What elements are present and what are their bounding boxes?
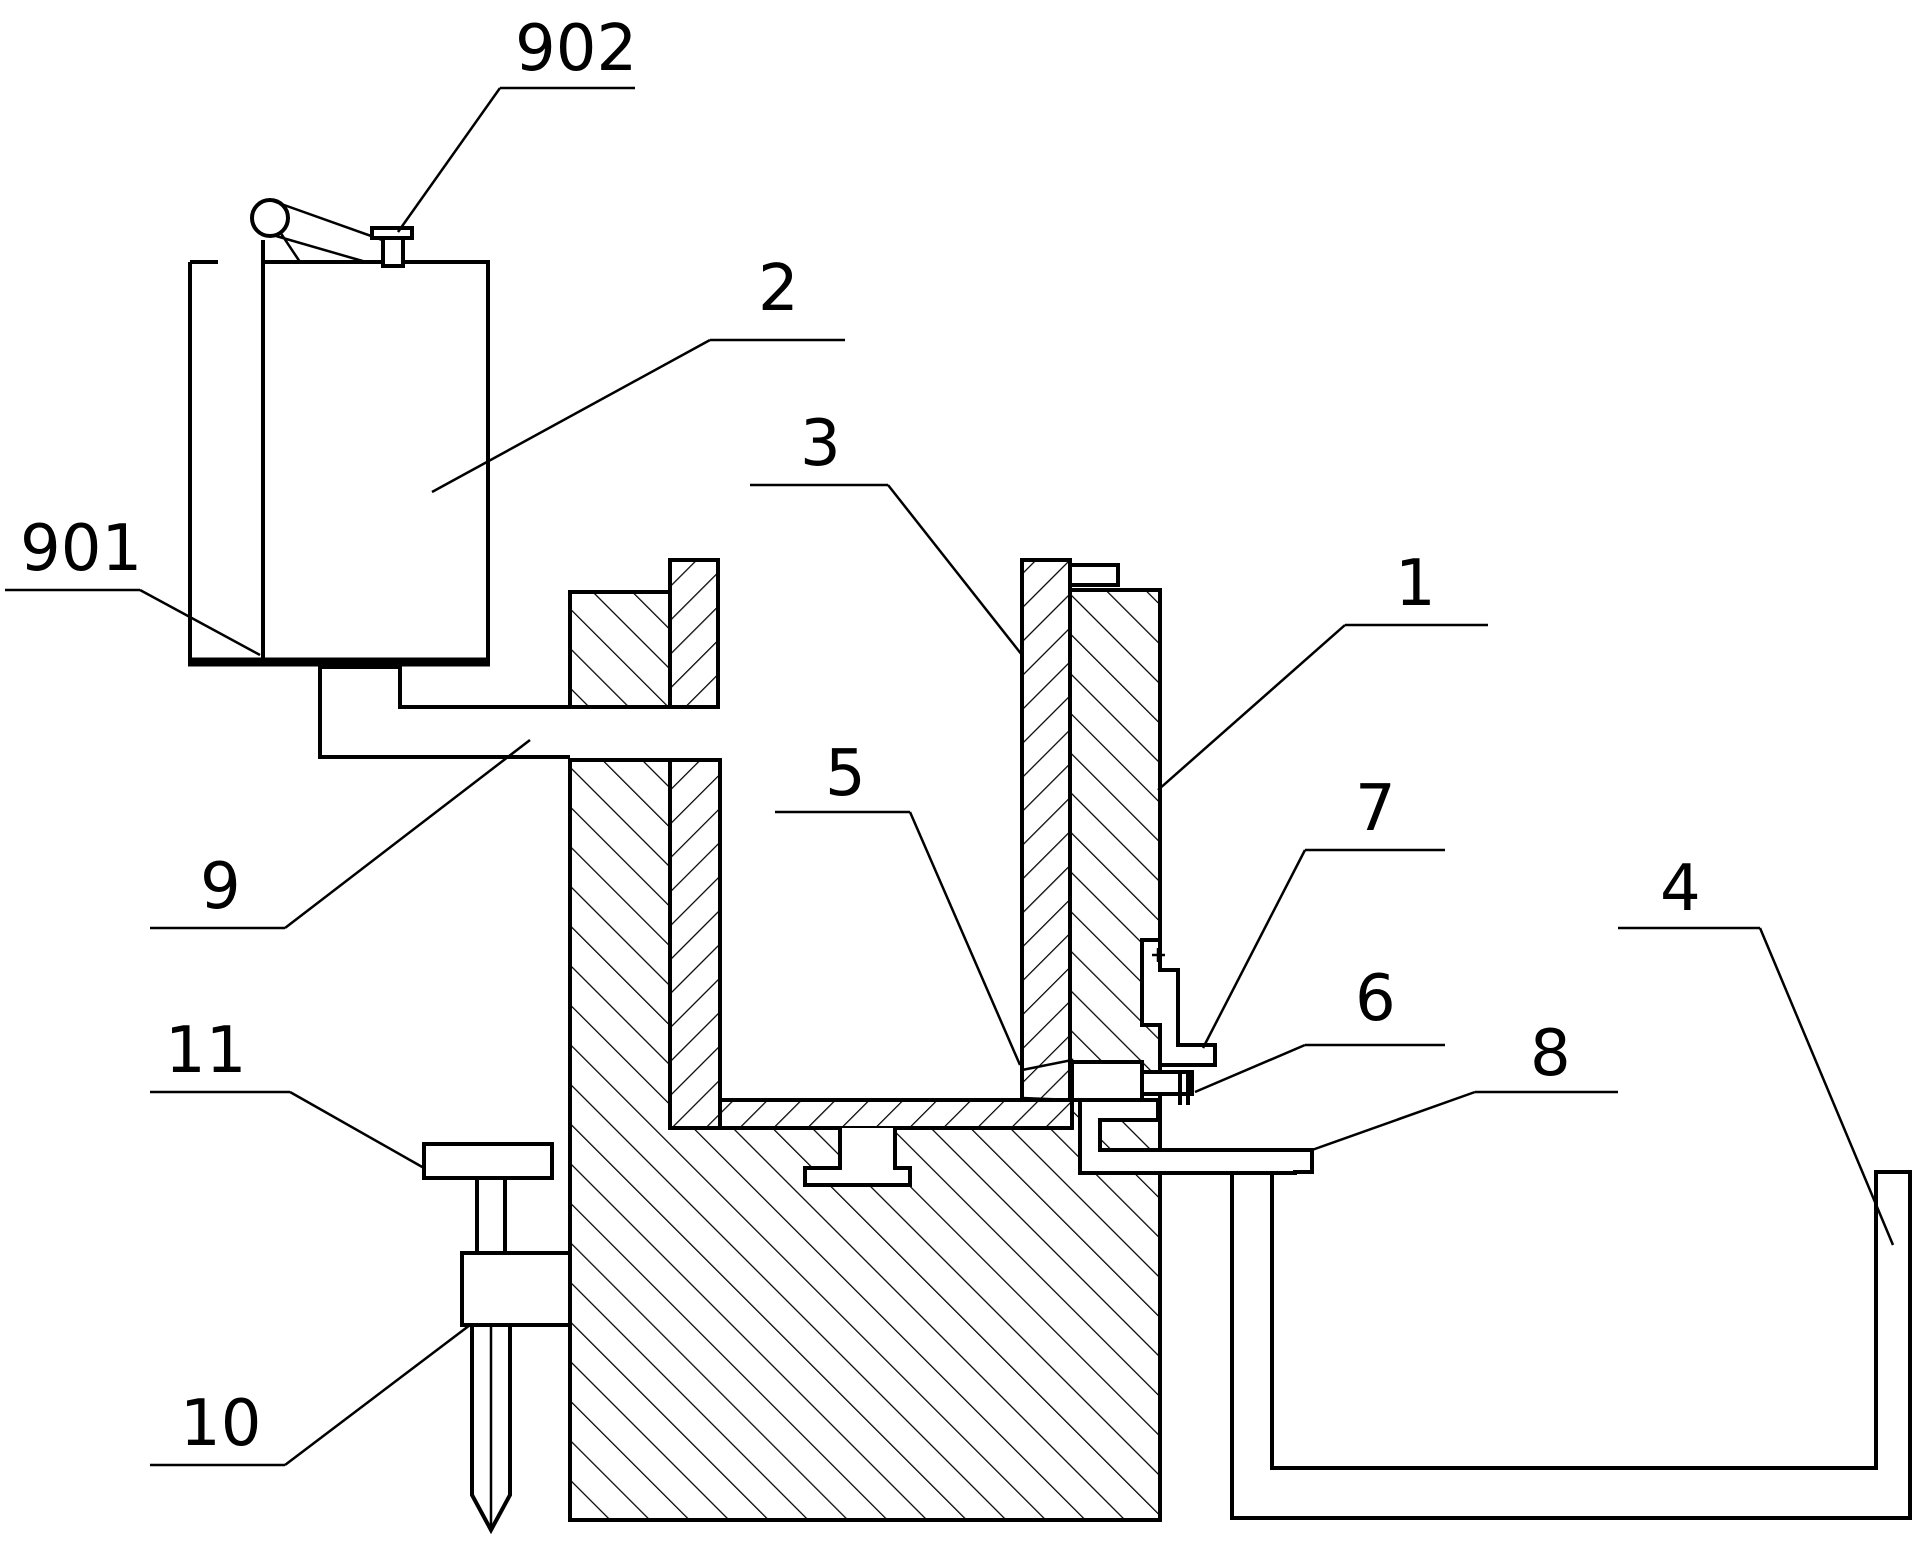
stake-assembly: [422, 1142, 572, 1535]
label-7: 7: [1355, 772, 1396, 846]
label-902: 902: [515, 12, 637, 86]
label-8: 8: [1530, 1017, 1571, 1091]
label-10: 10: [180, 1387, 261, 1461]
label-4: 4: [1660, 852, 1701, 926]
t-slot: [803, 1128, 912, 1187]
valve-assembly: [1070, 938, 1314, 1175]
label-1: 1: [1395, 547, 1436, 621]
label-9: 9: [200, 850, 241, 924]
label-5: 5: [825, 737, 866, 811]
tray: [1230, 1170, 1912, 1520]
label-2: 2: [758, 252, 799, 326]
top-cap: [1070, 563, 1120, 587]
label-6: 6: [1355, 962, 1396, 1036]
label-3: 3: [800, 407, 841, 481]
label-901: 901: [20, 512, 142, 586]
label-11: 11: [165, 1014, 246, 1088]
supply-pipe: [318, 662, 570, 759]
leader-lines: [5, 86, 1895, 1467]
tank: [188, 198, 490, 667]
liner: [668, 558, 1074, 1130]
